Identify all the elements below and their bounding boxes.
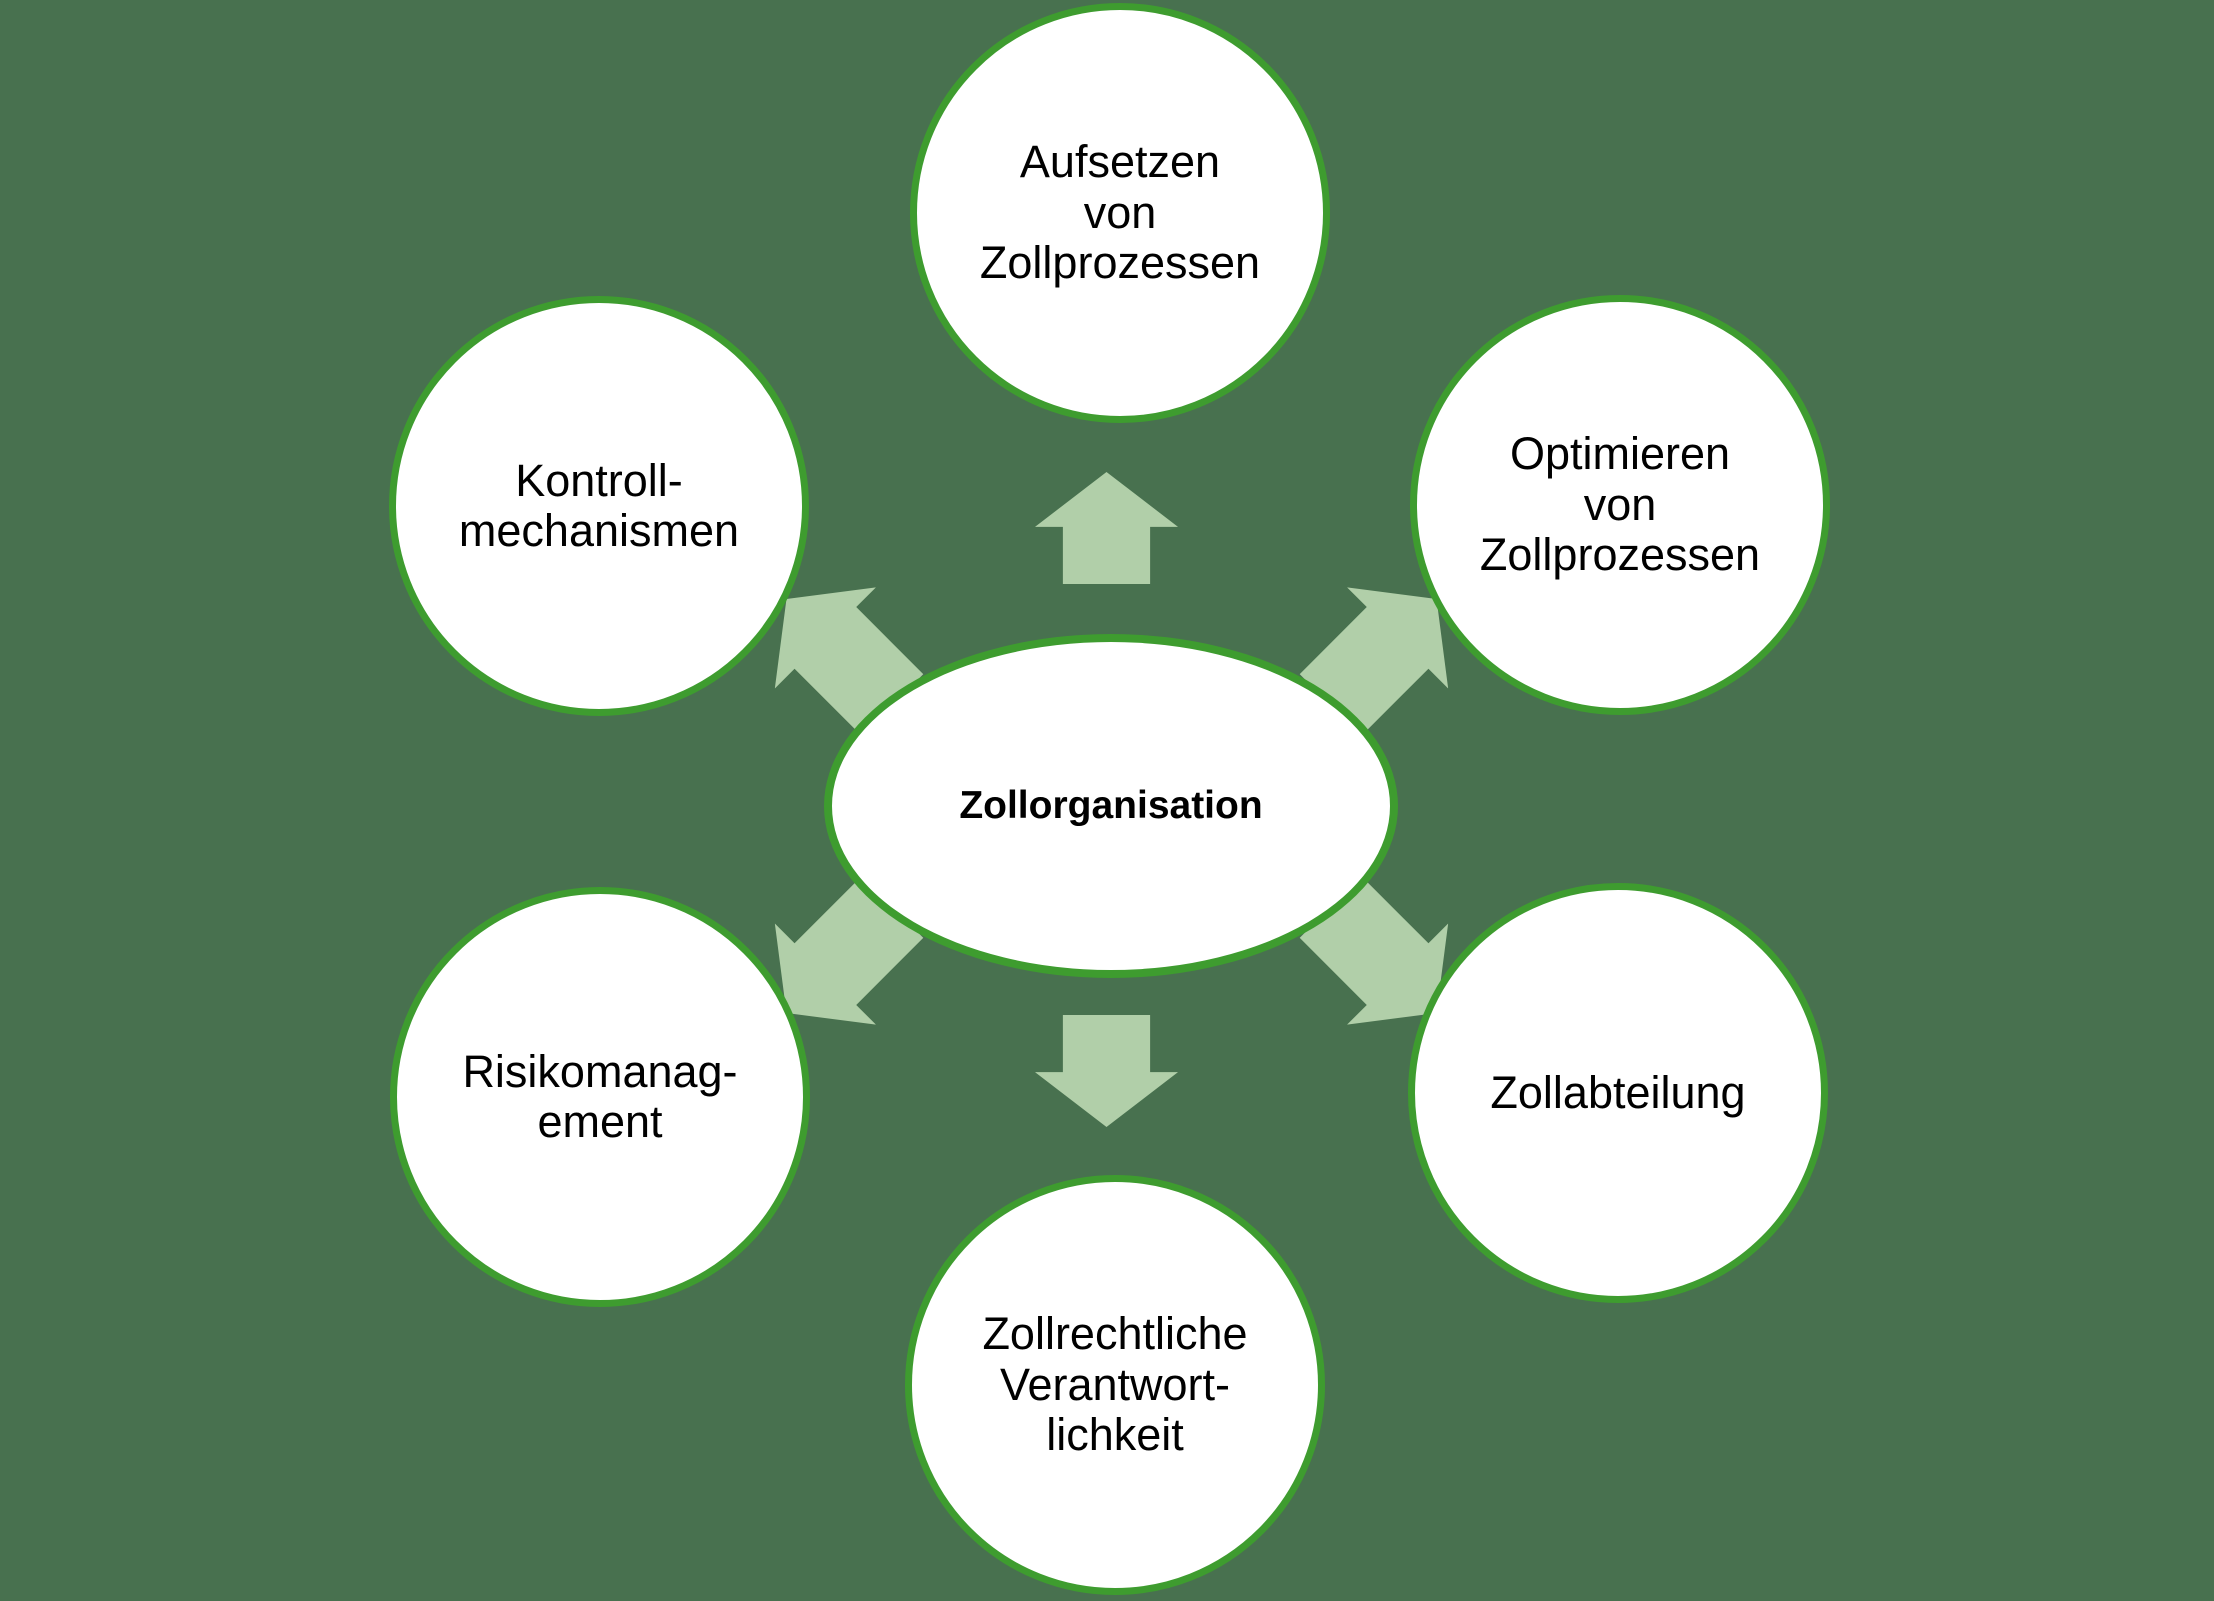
arrow-up-icon [1035, 472, 1178, 584]
node-label: Risikomanag- ement [462, 1045, 738, 1147]
center-node-zollorganisation: Zollorganisation [824, 634, 1398, 978]
node-label: Zollabteilung [1490, 1066, 1746, 1118]
node-label: Zollrechtliche Verantwort- lichkeit [982, 1308, 1248, 1461]
node-label: Aufsetzen von Zollprozessen [979, 136, 1261, 289]
node-aufsetzen-von-zollprozessen: Aufsetzen von Zollprozessen [910, 3, 1330, 423]
node-zollrechtliche-verantwortlichkeit: Zollrechtliche Verantwort- lichkeit [905, 1175, 1325, 1595]
node-zollabteilung: Zollabteilung [1408, 883, 1828, 1303]
node-risikomanagement: Risikomanag- ement [390, 887, 810, 1307]
center-node-label: Zollorganisation [959, 784, 1263, 827]
node-kontrollmechanismen: Kontroll- mechanismen [389, 296, 809, 716]
node-label: Kontroll- mechanismen [458, 454, 740, 556]
node-optimieren-von-zollprozessen: Optimieren von Zollprozessen [1410, 295, 1830, 715]
node-label: Optimieren von Zollprozessen [1479, 428, 1761, 581]
arrow-down-icon [1035, 1015, 1178, 1127]
